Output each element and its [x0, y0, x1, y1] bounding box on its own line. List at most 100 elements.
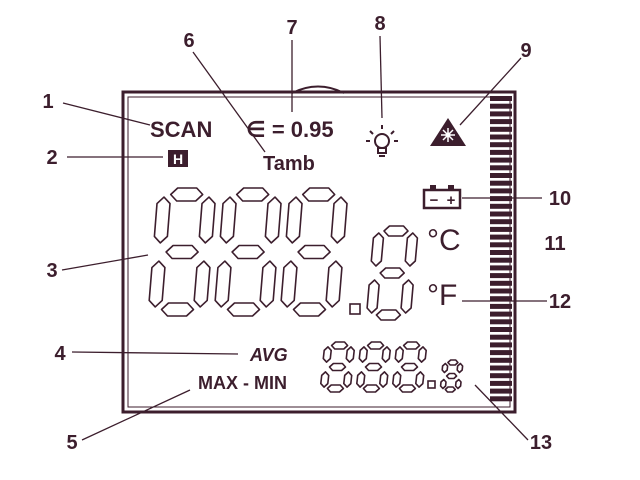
bar-segment [490, 234, 512, 240]
bar-segment [490, 396, 512, 402]
max-min-indicator: MAX - MIN [198, 373, 287, 393]
bar-segment [490, 149, 512, 155]
digit-7-segment-d [398, 384, 417, 393]
digit-6-segment-g [364, 362, 383, 372]
avg-indicator: AVG [249, 345, 288, 365]
digit-4-segment-c [400, 279, 414, 314]
digit-7-segment-g [400, 362, 419, 372]
bar-segment [490, 296, 512, 302]
bar-segment [490, 334, 512, 340]
backlight-bulb-icon [366, 125, 398, 157]
digit-7-segment-e [391, 371, 402, 388]
callout-11: 11 [544, 233, 565, 255]
digit-4-segment-b [404, 232, 419, 267]
bar-segment [490, 311, 512, 317]
bar-segment [490, 365, 512, 371]
digit-8-segment-g [445, 372, 458, 380]
callout-9: 9 [520, 40, 531, 62]
bar-segment [490, 342, 512, 348]
digit-5-segment-e [319, 371, 330, 388]
bar-segment [490, 173, 512, 178]
sub-decimal-point [427, 380, 436, 389]
emissivity-readout: ∈ = 0.95 [246, 117, 334, 142]
digit-2-segment-a [235, 187, 270, 202]
bar-segment [490, 242, 512, 248]
digit-7-segment-c [414, 371, 425, 388]
scan-indicator: SCAN [150, 117, 212, 142]
callout-lines [61, 35, 547, 441]
bar-segment [490, 273, 512, 279]
digit-1-segment-b [198, 196, 216, 244]
digit-7-segment-b [417, 346, 428, 363]
digit-3-segment-a [301, 187, 336, 202]
bar-segment [490, 180, 512, 186]
digit-2-segment-b [264, 196, 282, 244]
digit-5-segment-b [345, 346, 356, 363]
digit-5-segment-a [330, 341, 349, 350]
bar-segment [490, 134, 512, 140]
digit-8-segment-e [439, 378, 447, 390]
bar-segment [490, 250, 512, 255]
secondary-digit-display [319, 341, 464, 393]
digit-2-segment-d [226, 302, 261, 317]
callout-4: 4 [54, 343, 66, 365]
callout-7: 7 [286, 17, 297, 39]
digit-2-segment-f [219, 196, 237, 244]
callout-6: 6 [183, 30, 194, 52]
laser-warning-icon [430, 118, 466, 146]
tamb-indicator: Tamb [263, 153, 315, 175]
digit-1-segment-d [160, 302, 195, 317]
digit-6-segment-c [378, 371, 389, 388]
digit-2-segment-e [214, 260, 232, 308]
hold-indicator: H [168, 150, 188, 167]
bar-segment [490, 142, 512, 148]
bar-segment [490, 327, 512, 332]
callout-10: 10 [549, 188, 571, 210]
callout-12: 12 [549, 291, 571, 313]
digit-1-segment-f [153, 196, 171, 244]
bar-segment [490, 126, 512, 132]
callout-3: 3 [46, 260, 57, 282]
digit-4-segment-a [383, 225, 409, 237]
digit-3-segment-b [330, 196, 348, 244]
bar-segment [490, 96, 512, 101]
digit-8-segment-c [454, 378, 462, 390]
fahrenheit-unit: °F [427, 279, 457, 312]
bar-segment [490, 303, 512, 309]
digit-3-segment-d [292, 302, 327, 317]
callout-2: 2 [46, 147, 57, 169]
bar-graph-segments [490, 96, 512, 402]
bar-segment [490, 280, 512, 286]
digit-3-segment-e [280, 260, 298, 308]
digit-1-segment-c [193, 260, 211, 308]
digit-4-segment-e [366, 279, 380, 314]
digit-6-segment-a [366, 341, 385, 350]
bar-segment [490, 388, 512, 394]
digit-6-segment-d [362, 384, 381, 393]
bar-segment [490, 265, 512, 271]
digit-1-segment-g [165, 244, 199, 260]
digit-4-segment-g [379, 267, 406, 279]
bar-segment [490, 288, 512, 294]
digit-3-segment-f [285, 196, 303, 244]
battery-minus: − [430, 192, 439, 209]
bar-segment [490, 257, 512, 263]
bar-segment [490, 350, 512, 356]
bar-segment [490, 203, 512, 209]
digit-5-segment-d [326, 384, 345, 393]
digit-1-segment-a [169, 187, 204, 202]
digit-6-segment-f [358, 346, 369, 363]
bar-segment [490, 219, 512, 225]
digit-5-segment-f [322, 346, 333, 363]
digit-2-segment-g [231, 244, 265, 260]
digit-3-segment-c [325, 260, 343, 308]
callout-13: 13 [530, 432, 552, 454]
bar-segment [490, 211, 512, 217]
digit-3-segment-g [297, 244, 331, 260]
bar-segment [490, 157, 512, 163]
digit-5-segment-c [342, 371, 353, 388]
digit-8-segment-a [447, 359, 459, 366]
digit-1-segment-e [148, 260, 166, 308]
hold-letter: H [173, 151, 183, 167]
bar-segment [490, 111, 512, 117]
